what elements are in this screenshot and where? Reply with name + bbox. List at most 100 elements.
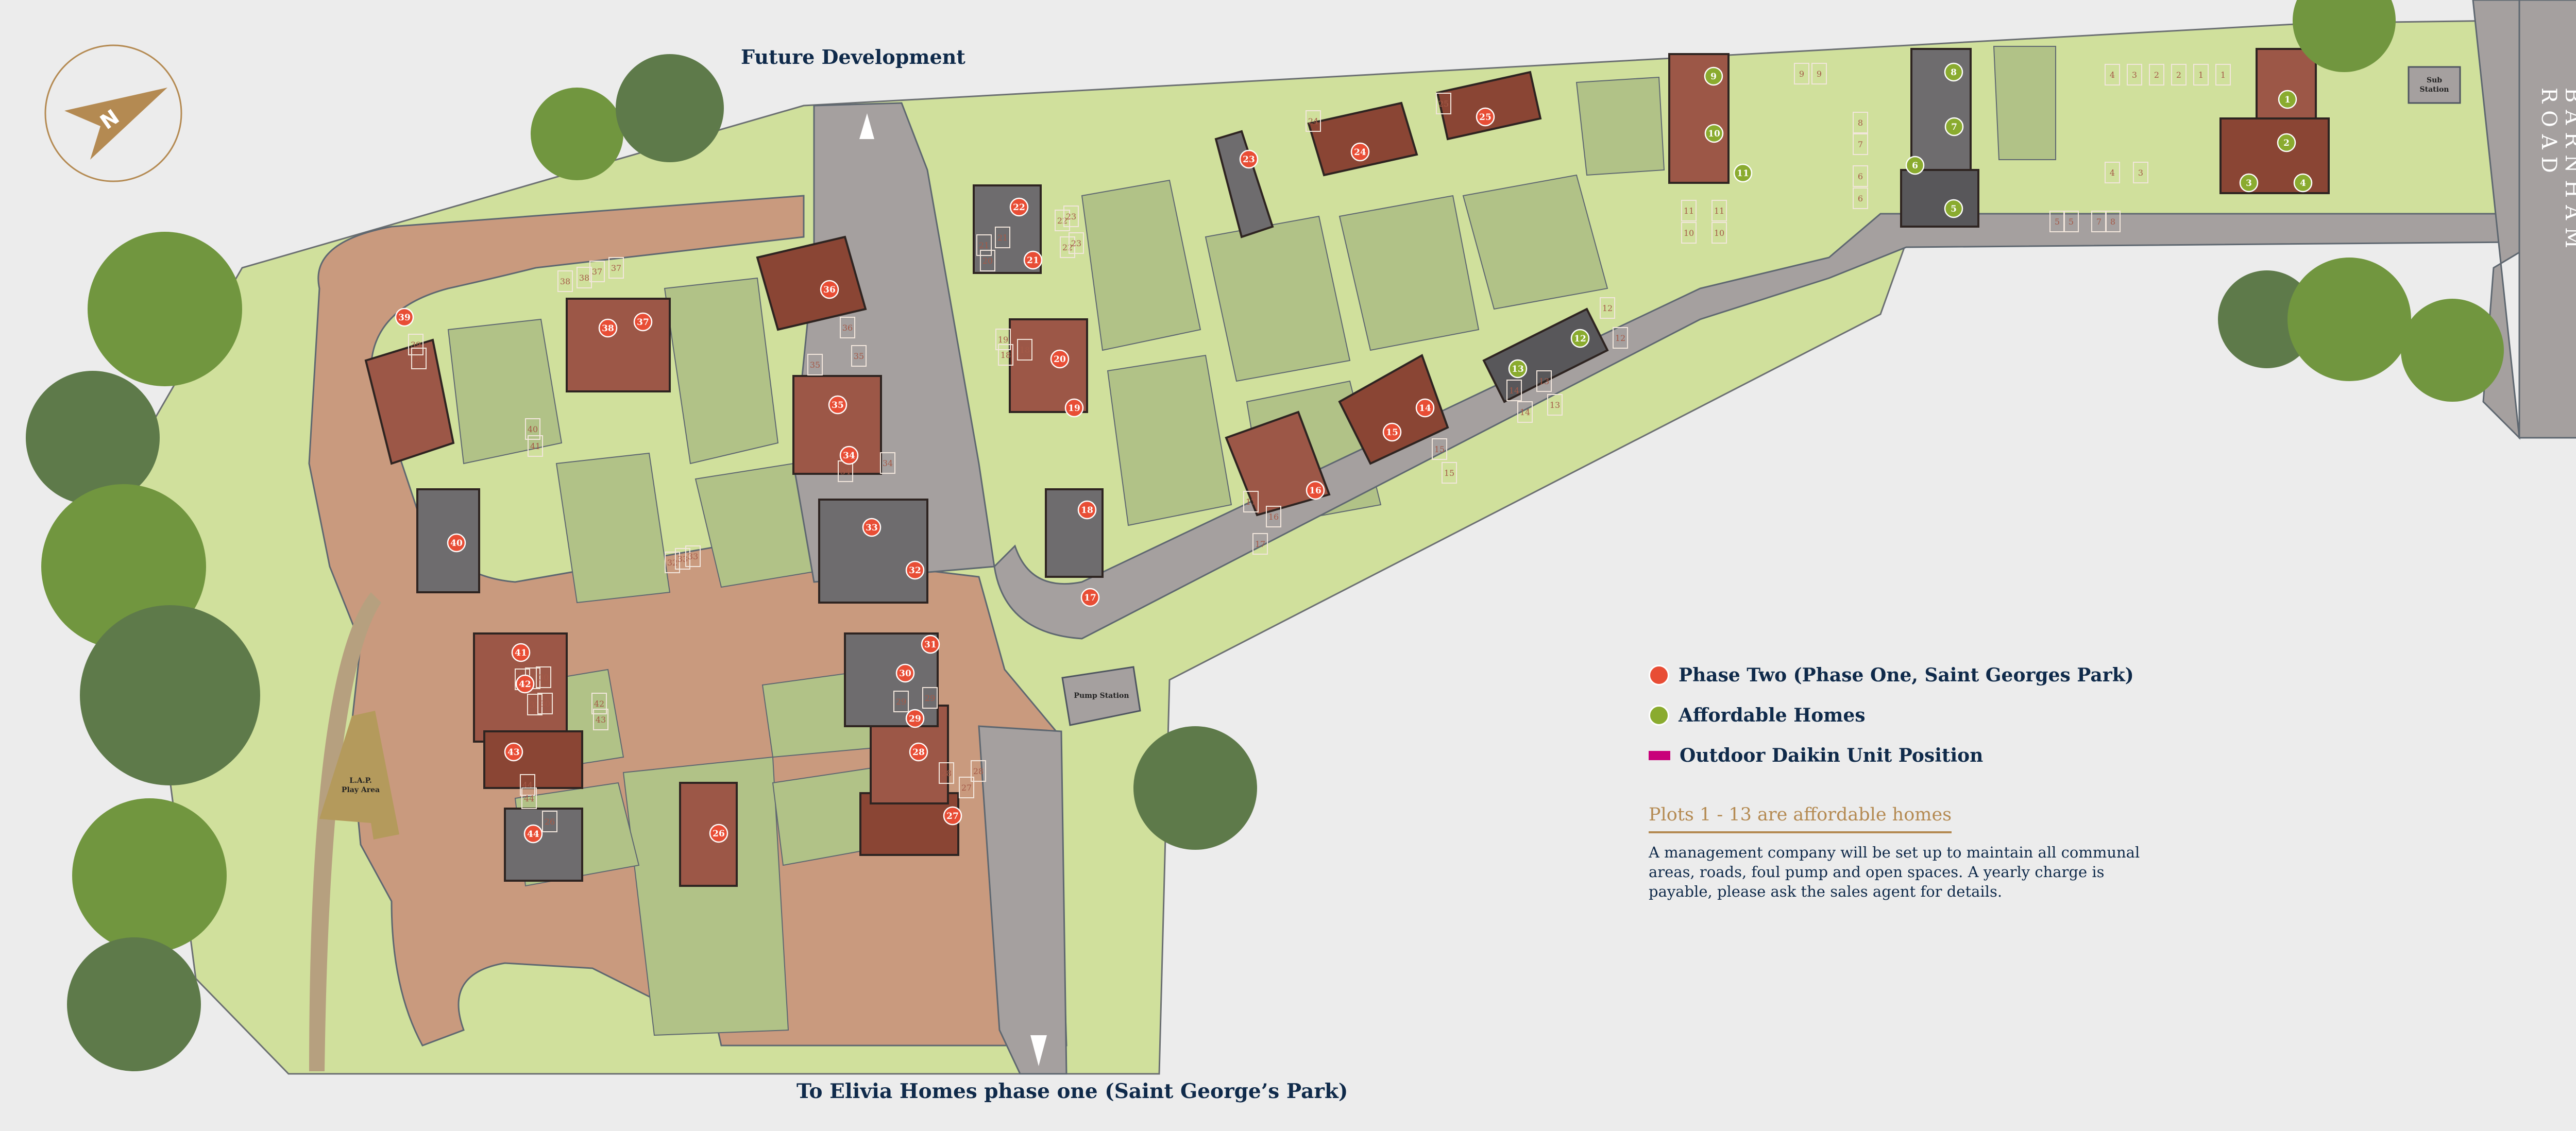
plot-marker-32[interactable]: 32 bbox=[905, 560, 925, 580]
plot-marker-13[interactable]: 13 bbox=[1508, 359, 1528, 379]
parking-bay: 41 bbox=[528, 435, 543, 457]
barnham-road bbox=[2518, 0, 2576, 439]
plot-marker-1[interactable]: 1 bbox=[2278, 90, 2297, 109]
svg-text:20: 20 bbox=[1054, 354, 1066, 365]
plot-marker-8[interactable]: 8 bbox=[1944, 62, 1963, 82]
road-south-stub bbox=[978, 725, 1067, 1075]
plot-marker-11[interactable]: 11 bbox=[1733, 163, 1753, 183]
svg-text:14: 14 bbox=[1419, 403, 1431, 414]
svg-text:42: 42 bbox=[594, 699, 604, 709]
plot-marker-20[interactable]: 20 bbox=[1050, 349, 1070, 369]
svg-text:21: 21 bbox=[1027, 255, 1039, 266]
plot-marker-43[interactable]: 43 bbox=[504, 742, 523, 762]
plot-marker-34[interactable]: 34 bbox=[839, 445, 859, 465]
plot-marker-14[interactable]: 14 bbox=[1415, 398, 1435, 418]
svg-text:28: 28 bbox=[941, 768, 952, 778]
plot-marker-40[interactable]: 40 bbox=[447, 533, 466, 553]
phase-two-dot-icon bbox=[1649, 665, 1669, 686]
plot-marker-35[interactable]: 35 bbox=[828, 395, 848, 415]
svg-text:22: 22 bbox=[1062, 243, 1073, 252]
plot-marker-22[interactable]: 22 bbox=[1009, 197, 1029, 217]
svg-text:30: 30 bbox=[538, 673, 549, 682]
parking-bay: 44 bbox=[521, 787, 537, 809]
parking-bay: 18 bbox=[998, 344, 1013, 366]
svg-text:29: 29 bbox=[896, 697, 906, 707]
parking-bay: 28 bbox=[971, 760, 986, 782]
svg-text:44: 44 bbox=[522, 780, 533, 790]
plot-marker-25[interactable]: 25 bbox=[1476, 107, 1495, 127]
parking-bay: 13 bbox=[1536, 370, 1552, 392]
svg-text:20: 20 bbox=[982, 256, 993, 266]
svg-text:9: 9 bbox=[1799, 69, 1804, 79]
parking-bay: 2 bbox=[2171, 64, 2187, 85]
parking-bay: 30 bbox=[537, 693, 553, 714]
plot-marker-15[interactable]: 15 bbox=[1382, 422, 1402, 442]
plot-marker-38[interactable]: 38 bbox=[598, 318, 618, 338]
plot-marker-6[interactable]: 6 bbox=[1905, 156, 1925, 175]
parking-bay: 37 bbox=[589, 261, 605, 282]
parking-bay: 1 bbox=[2215, 64, 2231, 85]
svg-text:22: 22 bbox=[1057, 216, 1067, 226]
svg-text:33: 33 bbox=[677, 554, 688, 564]
plot-marker-36[interactable]: 36 bbox=[820, 280, 839, 299]
svg-text:4: 4 bbox=[2110, 168, 2115, 178]
plot-marker-17[interactable]: 17 bbox=[1080, 588, 1100, 607]
svg-text:25: 25 bbox=[1438, 99, 1449, 109]
plot-marker-33[interactable]: 33 bbox=[862, 518, 882, 537]
plot-marker-37[interactable]: 37 bbox=[633, 312, 653, 332]
barnham-road-text: BARNHAM ROAD bbox=[2537, 88, 2576, 256]
plot-marker-26[interactable]: 26 bbox=[709, 824, 728, 843]
plot-marker-27[interactable]: 27 bbox=[943, 806, 962, 826]
plot-marker-3[interactable]: 3 bbox=[2239, 173, 2259, 193]
svg-text:5: 5 bbox=[2055, 217, 2060, 227]
svg-text:5: 5 bbox=[1951, 204, 1957, 214]
plot-marker-44[interactable]: 44 bbox=[523, 824, 543, 844]
parking-bay: 35 bbox=[851, 345, 867, 367]
parking-bay: 11 bbox=[1711, 200, 1727, 221]
plot-marker-31[interactable]: 31 bbox=[921, 635, 940, 654]
plot-marker-7[interactable]: 7 bbox=[1944, 117, 1964, 136]
daikin-unit-icon bbox=[1649, 751, 1670, 760]
svg-text:2: 2 bbox=[2154, 70, 2159, 80]
svg-text:8: 8 bbox=[2110, 217, 2115, 227]
plot-marker-41[interactable]: 41 bbox=[511, 643, 531, 662]
svg-text:6: 6 bbox=[1858, 172, 1863, 181]
plot-marker-23[interactable]: 23 bbox=[1239, 149, 1259, 169]
plot-marker-5[interactable]: 5 bbox=[1944, 199, 1963, 218]
svg-text:23: 23 bbox=[1071, 238, 1081, 248]
parking-bay: 29 bbox=[893, 691, 909, 712]
plot-marker-16[interactable]: 16 bbox=[1306, 481, 1325, 500]
svg-text:33: 33 bbox=[688, 552, 698, 561]
svg-text:1: 1 bbox=[2198, 70, 2204, 80]
svg-text:44: 44 bbox=[524, 794, 534, 803]
plot-marker-42[interactable]: 42 bbox=[515, 674, 535, 694]
north-arrow-icon bbox=[64, 88, 167, 160]
parking-bay: 36 bbox=[840, 317, 855, 338]
plot-marker-10[interactable]: 10 bbox=[1704, 124, 1724, 143]
parking-bay: 12 bbox=[1600, 297, 1615, 319]
svg-text:4: 4 bbox=[2110, 70, 2115, 80]
svg-text:35: 35 bbox=[810, 360, 820, 370]
svg-text:38: 38 bbox=[560, 277, 570, 286]
plot-marker-21[interactable]: 21 bbox=[1023, 250, 1043, 270]
plot-marker-39[interactable]: 39 bbox=[395, 307, 414, 327]
plot-marker-29[interactable]: 29 bbox=[905, 709, 925, 728]
plot-marker-12[interactable]: 12 bbox=[1570, 329, 1590, 348]
plot-marker-18[interactable]: 18 bbox=[1077, 500, 1097, 520]
svg-text:Station: Station bbox=[2420, 85, 2449, 94]
svg-text:Play Area: Play Area bbox=[342, 786, 380, 794]
plot-marker-28[interactable]: 28 bbox=[909, 742, 928, 762]
svg-text:16: 16 bbox=[1309, 486, 1321, 496]
svg-text:9: 9 bbox=[1817, 69, 1822, 79]
legend: Phase Two (Phase One, Saint Georges Park… bbox=[1649, 655, 2215, 901]
plot-marker-9[interactable]: 9 bbox=[1704, 66, 1723, 86]
parking-bay: 34 bbox=[880, 452, 895, 474]
plot-marker-19[interactable]: 19 bbox=[1064, 398, 1084, 418]
plot-marker-2[interactable]: 2 bbox=[2277, 133, 2296, 152]
plot-marker-30[interactable]: 30 bbox=[895, 663, 915, 683]
plot-marker-4[interactable]: 4 bbox=[2293, 173, 2313, 193]
svg-text:29: 29 bbox=[925, 693, 935, 703]
plot-marker-24[interactable]: 24 bbox=[1350, 142, 1370, 162]
svg-text:39: 39 bbox=[411, 340, 421, 350]
